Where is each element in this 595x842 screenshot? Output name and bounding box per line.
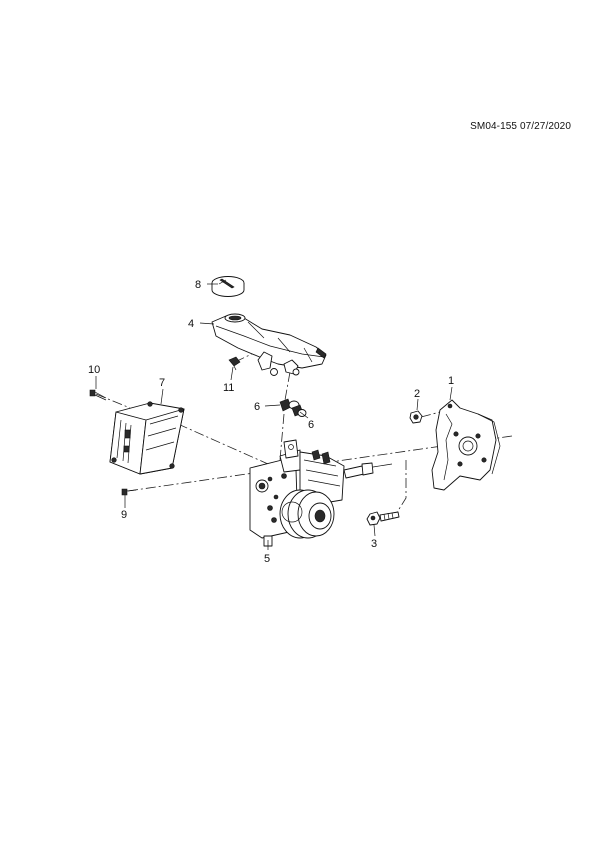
abs-modulator-assembly xyxy=(249,439,393,547)
reservoir-grommets xyxy=(279,398,307,417)
module-screw xyxy=(89,389,107,401)
brake-fluid-reservoir xyxy=(211,313,327,376)
centerline-reservoir-to-pump xyxy=(279,371,291,461)
callout-6a: 6 xyxy=(254,401,260,413)
callout-9: 9 xyxy=(121,509,127,521)
leader-lines xyxy=(95,283,453,550)
callout-6b: 6 xyxy=(308,419,314,431)
electronic-control-module xyxy=(109,401,185,475)
callout-2: 2 xyxy=(414,388,420,400)
locating-pin xyxy=(121,488,137,496)
callout-5: 5 xyxy=(264,553,270,565)
callout-8: 8 xyxy=(195,279,201,291)
document-reference: SM04-155 07/27/2020 xyxy=(470,121,571,132)
callout-labels: 8 4 11 6 6 10 7 9 5 2 1 3 xyxy=(88,279,454,565)
callout-1: 1 xyxy=(448,375,454,387)
mounting-bracket xyxy=(431,399,501,491)
callout-11: 11 xyxy=(223,382,234,394)
callout-7: 7 xyxy=(159,377,165,389)
callout-10: 10 xyxy=(88,364,100,376)
callout-4: 4 xyxy=(188,318,194,330)
centerline-bolt10 xyxy=(95,393,131,409)
bracket-bolt xyxy=(366,511,400,526)
callout-3: 3 xyxy=(371,538,377,550)
centerline-module-to-pump xyxy=(177,423,269,465)
bracket-nut xyxy=(409,410,423,424)
reservoir-cap xyxy=(211,276,245,297)
reservoir-clip xyxy=(228,356,241,371)
centerline-bolt-vertical xyxy=(395,460,407,515)
centerline-nut2 xyxy=(420,411,441,418)
